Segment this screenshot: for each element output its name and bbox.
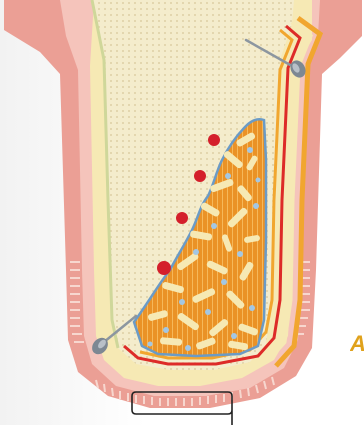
edge-label: A	[350, 332, 364, 356]
